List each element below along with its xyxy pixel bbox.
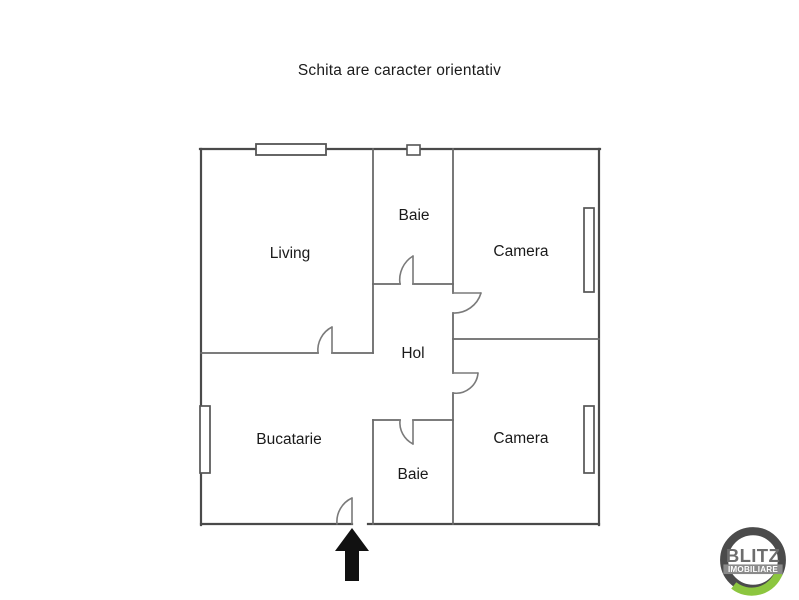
room-label-camera-upper: Camera	[493, 243, 549, 260]
entrance-arrow-shape	[335, 528, 369, 581]
doors	[317, 255, 482, 525]
door-baie-upper-arc	[398, 255, 414, 285]
room-labels: Living Baie Camera Hol Bucatarie Baie Ca…	[256, 207, 549, 483]
door-living-arc	[317, 326, 333, 354]
door-entry-arc	[336, 497, 353, 525]
door-camera-lower-arc	[452, 372, 479, 395]
outer-walls	[198, 147, 602, 527]
logo-brand-text: BLITZ	[726, 545, 780, 566]
window-camera-upper-right	[583, 207, 595, 293]
logo-tagline-text: IMOBILIARE	[728, 565, 778, 574]
room-label-baie-lower: Baie	[397, 466, 428, 483]
room-label-bucatarie: Bucatarie	[256, 431, 321, 448]
window-living-top	[255, 143, 327, 156]
logo-tagline-band	[723, 564, 783, 575]
room-label-camera-lower: Camera	[493, 430, 549, 447]
room-label-hol: Hol	[401, 345, 424, 362]
door-camera-upper-arc	[452, 292, 482, 314]
window-bucatarie-left	[199, 405, 211, 474]
brand-logo: BLITZ IMOBILIARE	[720, 527, 786, 596]
door-baie-lower-arc	[399, 419, 414, 445]
interior-walls	[200, 148, 600, 525]
entrance-arrow	[335, 528, 369, 581]
windows	[199, 143, 595, 474]
room-label-baie-upper: Baie	[398, 207, 429, 224]
room-label-living: Living	[270, 245, 311, 262]
page-title: Schita are caracter orientativ	[297, 62, 502, 79]
window-baie-upper-top	[406, 144, 421, 156]
window-camera-lower-right	[583, 405, 595, 474]
logo-accent-arc	[731, 571, 783, 596]
